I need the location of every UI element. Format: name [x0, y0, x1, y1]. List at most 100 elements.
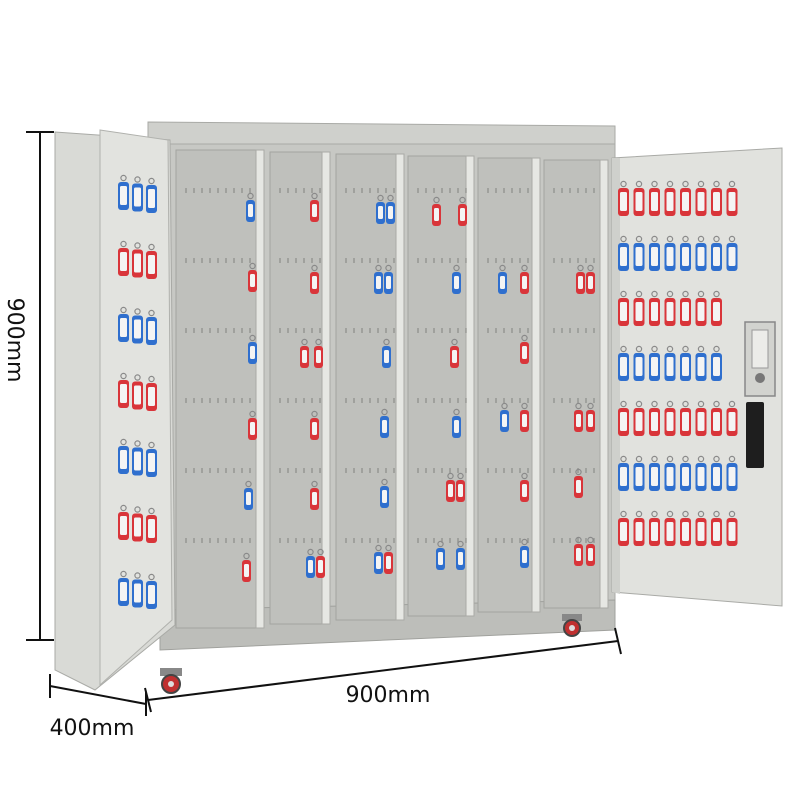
lock-keyhole-icon [755, 373, 765, 383]
key-tag-label-area [382, 420, 387, 433]
key-ring-icon [243, 552, 250, 560]
key-ring-icon [311, 410, 318, 418]
key-tag [586, 264, 595, 294]
sliding-panel-4[interactable] [407, 155, 475, 617]
key-tag-label-area [697, 522, 705, 541]
sliding-panel-2[interactable] [269, 151, 331, 625]
key-tag-label-area [522, 346, 527, 359]
key-tag [574, 536, 583, 566]
key-tag [664, 510, 676, 546]
key-ring-icon [651, 345, 658, 353]
key-ring-icon [728, 400, 736, 408]
key-tag [726, 400, 738, 436]
key-tag [146, 375, 157, 411]
key-tag-label-area [148, 453, 155, 472]
key-tag [132, 440, 143, 476]
panel-face [543, 159, 607, 609]
key-tag-label-area [312, 422, 317, 435]
width-dimension-line [147, 640, 619, 701]
key-tag [446, 472, 455, 502]
key-tag [695, 400, 707, 436]
key-tag-label-area [500, 276, 505, 289]
key-ring-icon [728, 510, 736, 518]
key-ring-icon [377, 194, 384, 202]
key-tag [384, 264, 393, 294]
key-ring-icon [134, 308, 141, 315]
key-ring-icon [120, 372, 127, 380]
key-tag-label-area [651, 192, 658, 211]
key-ring-icon [120, 438, 127, 446]
key-ring-icon [457, 472, 464, 480]
lock-inner [751, 329, 769, 369]
key-tag-label-area [682, 357, 689, 376]
sliding-panel-6[interactable] [543, 159, 609, 609]
key-tag [118, 174, 129, 210]
key-tag-label-area [246, 492, 251, 505]
key-ring-icon [697, 180, 705, 188]
key-ring-icon [713, 345, 720, 353]
key-tag [726, 235, 738, 271]
key-ring-icon [385, 264, 392, 272]
key-tag [132, 242, 143, 278]
key-ring-icon [635, 400, 643, 408]
key-tag [618, 290, 629, 326]
panel-edge [465, 155, 475, 617]
key-tag [711, 235, 722, 271]
door-lock-panel[interactable] [744, 321, 776, 468]
key-ring-icon [697, 510, 705, 518]
key-tag-label-area [312, 276, 317, 289]
key-tag-label-area [666, 302, 674, 321]
key-tag [586, 536, 595, 566]
key-ring-icon [666, 290, 674, 298]
panel-face [269, 151, 329, 625]
key-tag [310, 192, 319, 222]
key-tag-label-area [134, 253, 141, 273]
sliding-panel-5[interactable] [477, 157, 541, 613]
key-tag-label-area [728, 247, 736, 266]
key-ring-icon [453, 264, 460, 272]
key-tag-label-area [312, 204, 317, 217]
key-tag-label-area [682, 412, 689, 431]
depth-dimension-line [49, 685, 147, 705]
key-tag [680, 455, 691, 491]
panel-edge [531, 157, 541, 613]
caster-left [160, 668, 182, 694]
key-ring-icon [651, 290, 658, 298]
key-tag [384, 544, 393, 574]
key-tag [382, 338, 391, 368]
key-tag [450, 338, 459, 368]
key-ring-icon [317, 548, 324, 556]
sliding-panel-1[interactable] [175, 149, 265, 629]
key-tag-label-area [651, 412, 658, 431]
key-ring-icon [697, 290, 705, 298]
sliding-key-panels [175, 149, 609, 629]
door-handle[interactable] [746, 402, 764, 468]
key-tag-label-area [148, 189, 155, 208]
key-tag [649, 180, 660, 216]
key-ring-icon [433, 196, 440, 204]
key-tag [248, 334, 257, 364]
key-tag-label-area [302, 350, 307, 363]
key-tag-label-area [697, 467, 705, 486]
key-tag [695, 345, 707, 381]
key-tag [576, 264, 585, 294]
key-ring-icon [447, 472, 454, 480]
key-ring-icon [134, 572, 141, 579]
key-tag-label-area [460, 208, 465, 221]
height-dimension-label: 900mm [2, 298, 27, 383]
key-ring-icon [134, 506, 141, 513]
key-tag [520, 264, 529, 294]
key-ring-icon [385, 544, 392, 552]
key-ring-icon [249, 410, 256, 418]
key-ring-icon [713, 510, 720, 518]
key-tag [618, 180, 629, 216]
key-tag [118, 504, 129, 540]
depth-dimension-label: 400mm [50, 716, 135, 741]
key-tag [680, 510, 691, 546]
key-ring-icon [381, 478, 388, 486]
key-ring-icon [247, 192, 254, 200]
key-ring-icon [620, 455, 627, 463]
key-ring-icon [587, 402, 594, 410]
key-tag [680, 290, 691, 326]
sliding-panel-3[interactable] [335, 153, 405, 621]
